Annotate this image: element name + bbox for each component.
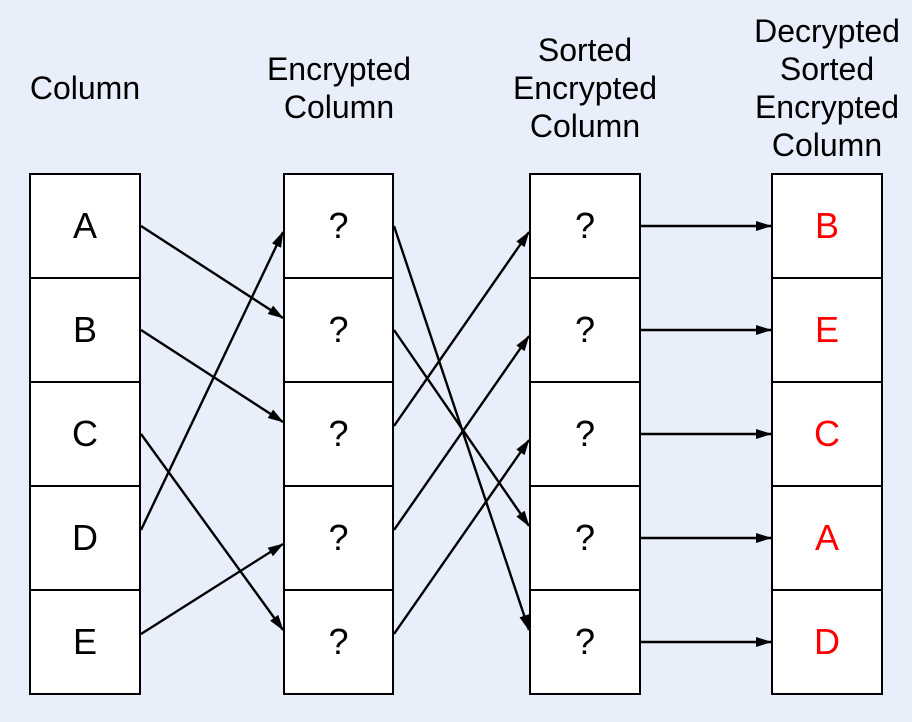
- encrypted-cell-2: ?: [283, 277, 394, 383]
- sorted-encrypted-column: ? ? ? ? ?: [529, 173, 641, 695]
- column-header-encrypted: Encrypted Column: [266, 51, 412, 125]
- decrypted-cell-4: A: [771, 485, 883, 591]
- arrow-encrypt-5: [140, 542, 284, 636]
- plain-cell-4: D: [29, 485, 141, 591]
- decrypted-cell-5: D: [771, 589, 883, 695]
- sorted-encrypted-cell-1: ?: [529, 173, 641, 279]
- arrow-encrypt-2: [140, 328, 284, 424]
- sorted-encrypted-cell-4: ?: [529, 485, 641, 591]
- plain-cell-5: E: [29, 589, 141, 695]
- encrypted-column: ? ? ? ? ?: [283, 173, 394, 695]
- encrypted-cell-1: ?: [283, 173, 394, 279]
- sorted-encrypted-cell-2: ?: [529, 277, 641, 383]
- arrow-encrypt-3: [140, 433, 284, 631]
- decrypted-cell-2: E: [771, 277, 883, 383]
- plain-column: A B C D E: [29, 173, 141, 695]
- arrow-sort-4: [393, 335, 530, 531]
- column-header-sorted-encrypted: Sorted Encrypted Column: [512, 32, 658, 144]
- decrypted-cell-3: C: [771, 381, 883, 487]
- plain-cell-2: B: [29, 277, 141, 383]
- arrow-sort-2: [393, 329, 530, 527]
- decrypted-sorted-encrypted-column: B E C A D: [771, 173, 883, 695]
- arrow-encrypt-1: [140, 224, 284, 320]
- arrow-sort-3: [393, 231, 530, 427]
- plain-cell-3: C: [29, 381, 141, 487]
- encrypted-cell-4: ?: [283, 485, 394, 591]
- decrypted-cell-1: B: [771, 173, 883, 279]
- column-header-plain: Column: [29, 70, 141, 106]
- arrow-encrypt-4: [139, 231, 285, 531]
- sorted-encrypted-cell-3: ?: [529, 381, 641, 487]
- encrypted-cell-5: ?: [283, 589, 394, 695]
- arrow-sort-5: [393, 439, 530, 635]
- sorted-encrypted-cell-5: ?: [529, 589, 641, 695]
- encrypted-cell-3: ?: [283, 381, 394, 487]
- arrow-sort-1: [392, 225, 531, 631]
- column-header-decrypted-sorted-encrypted: Decrypted Sorted Encrypted Column: [754, 13, 900, 163]
- plain-cell-1: A: [29, 173, 141, 279]
